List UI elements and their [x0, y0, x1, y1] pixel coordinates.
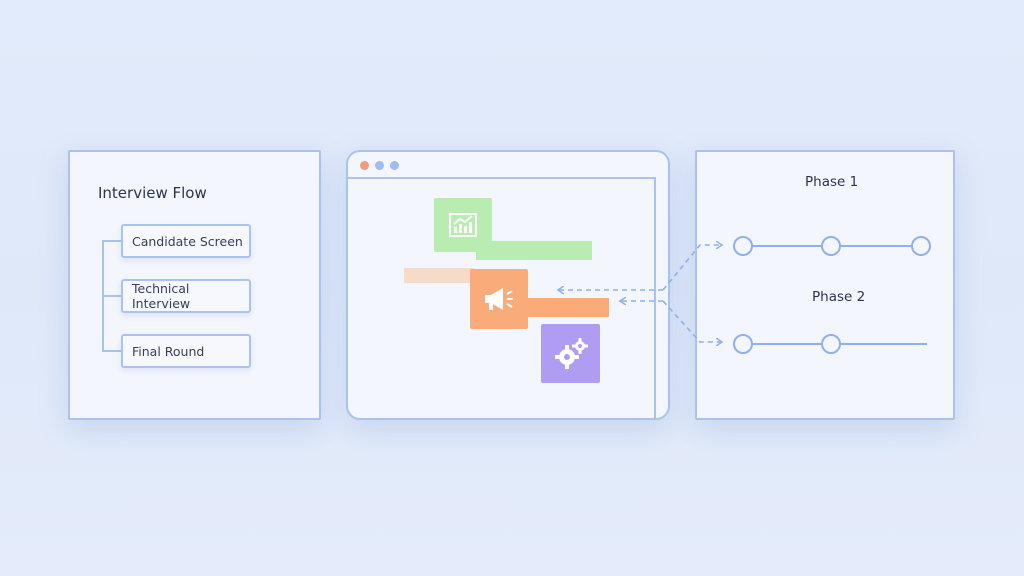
window-dot-close[interactable]: [360, 161, 369, 170]
gears-icon: [554, 337, 588, 369]
interview-flow-panel: Interview Flow Candidate Screen Technica…: [68, 150, 321, 420]
phase-2-node: [821, 334, 841, 354]
phase-1-node: [911, 236, 931, 256]
green-bar: [476, 241, 592, 260]
gears-tile[interactable]: [541, 324, 600, 383]
phase-2-label: Phase 2: [812, 289, 866, 305]
browser-window: [346, 150, 670, 420]
chart-tile[interactable]: [434, 198, 492, 252]
orange-bar: [528, 298, 609, 317]
chart-icon: [449, 213, 477, 237]
phase-1-label: Phase 1: [805, 174, 859, 190]
megaphone-icon: [485, 288, 513, 310]
phase-timelines: [733, 236, 931, 354]
peach-bar: [404, 268, 474, 283]
browser-content-frame: [348, 177, 656, 420]
phases-panel: Phase 1 Phase 2: [695, 150, 955, 420]
step-candidate-screen[interactable]: Candidate Screen: [121, 224, 251, 258]
window-dot-maximize[interactable]: [390, 161, 399, 170]
phase-1-node: [821, 236, 841, 256]
step-technical-interview[interactable]: Technical Interview: [121, 279, 251, 313]
megaphone-tile[interactable]: [470, 269, 528, 329]
flow-tree-connector: [102, 240, 121, 352]
phase-1-node: [733, 236, 753, 256]
phase-2-node: [733, 334, 753, 354]
interview-flow-title: Interview Flow: [98, 184, 207, 202]
window-dot-minimize[interactable]: [375, 161, 384, 170]
step-final-round[interactable]: Final Round: [121, 334, 251, 368]
